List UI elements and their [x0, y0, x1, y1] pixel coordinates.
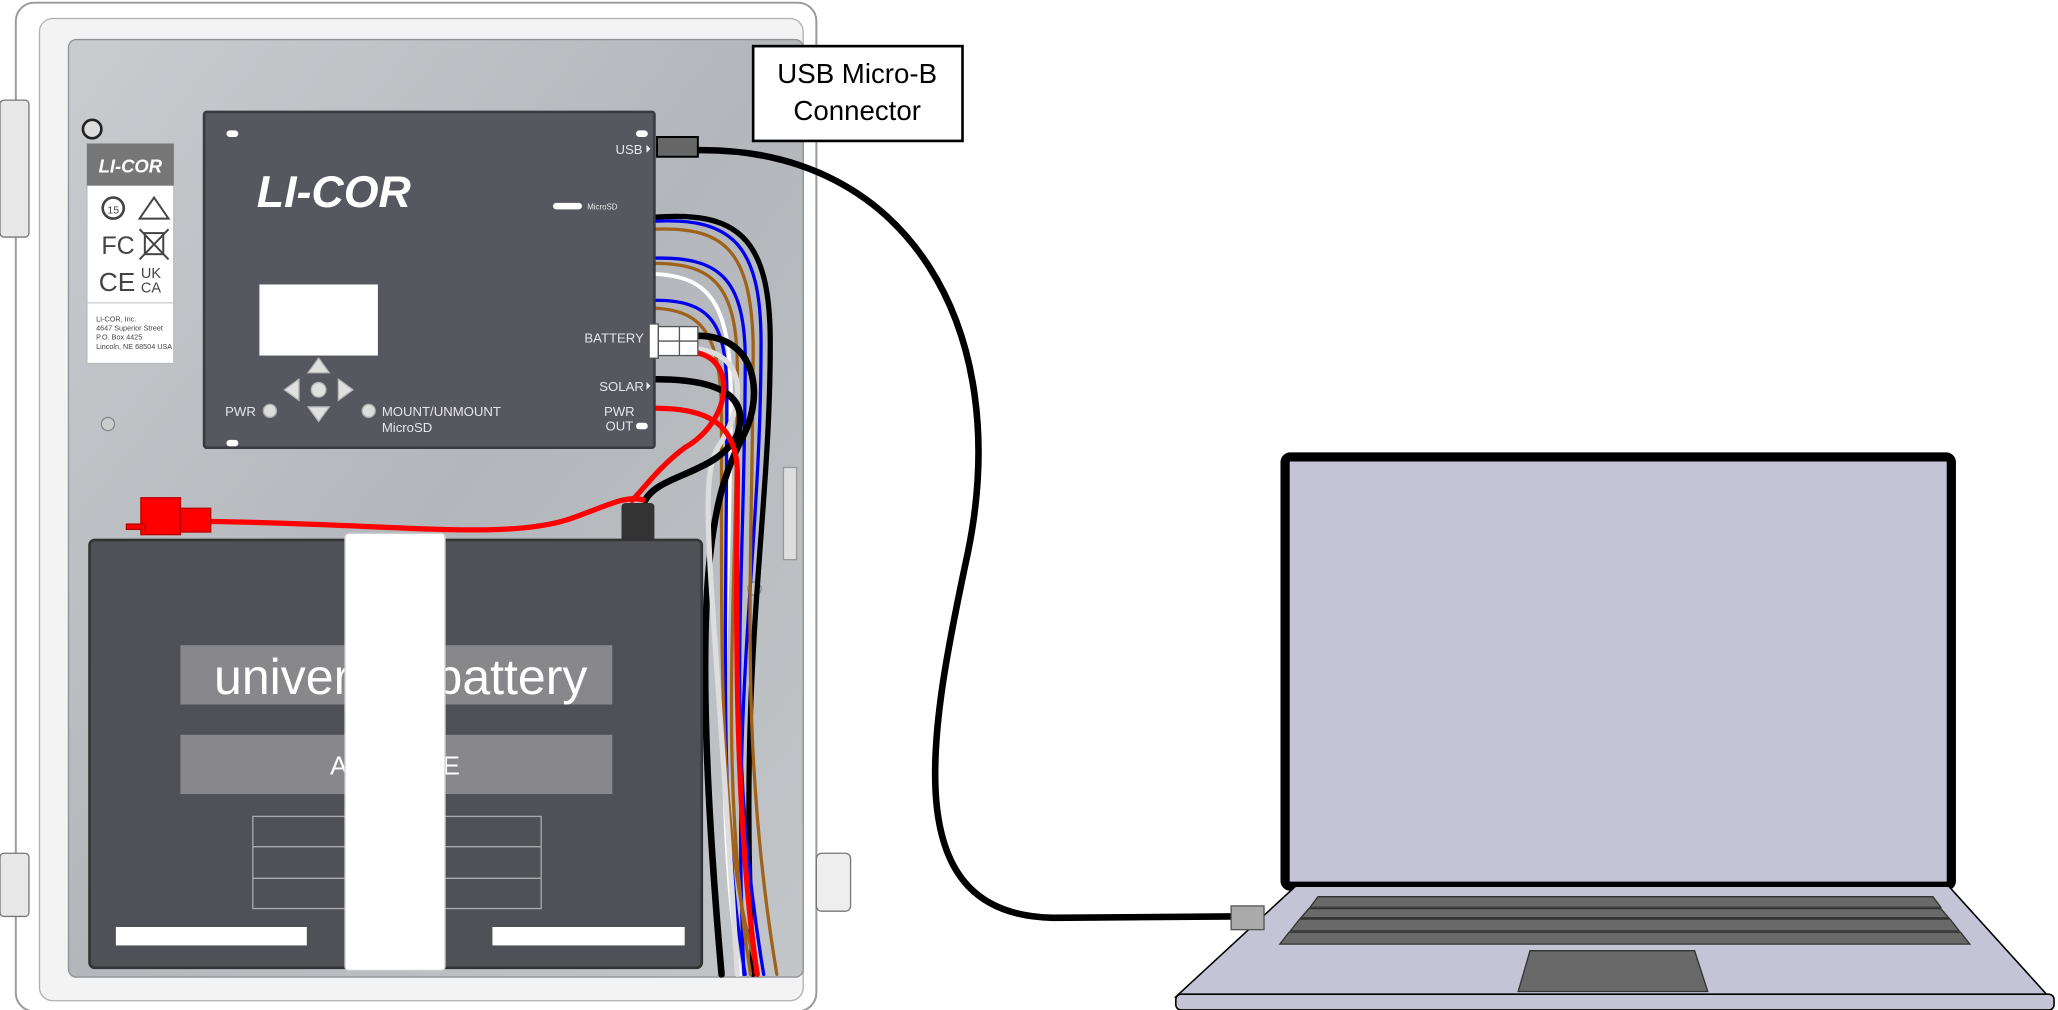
usb-port-label: USB	[615, 142, 642, 157]
laptop	[1173, 452, 2055, 1010]
compliance-label: LI-COR 15 FC CE UK CA LI-COR, Inc. 4647 …	[86, 142, 175, 365]
battery-brand: univer	[214, 649, 350, 705]
up-arrow-button[interactable]	[306, 357, 331, 374]
fcc-mark: FC	[101, 232, 134, 260]
left-arrow-button[interactable]	[283, 377, 300, 402]
negative-terminal	[621, 503, 655, 543]
wire-bundle	[629, 213, 779, 978]
recycle-15-icon	[101, 196, 126, 220]
battery-port-label: BATTERY	[584, 330, 644, 345]
usb-cable	[697, 146, 1232, 922]
svg-text:15: 15	[107, 204, 119, 216]
keyboard	[1278, 896, 1972, 945]
svg-text:Lincoln, NE 68504 USA: Lincoln, NE 68504 USA	[96, 342, 172, 351]
svg-text:E: E	[442, 750, 460, 780]
laptop-screen	[1280, 452, 1956, 891]
svg-text:MicroSD: MicroSD	[587, 202, 618, 211]
weee-bin-icon	[138, 228, 170, 261]
svg-text:4647 Superior Street: 4647 Superior Street	[96, 324, 163, 333]
trackpad[interactable]	[1517, 950, 1709, 993]
battery-strap	[344, 532, 446, 972]
usb-connector-callout: USB Micro-B Connector	[751, 44, 964, 143]
battery: univer battery A E	[88, 496, 704, 972]
mount-unmount-button[interactable]	[361, 403, 376, 419]
screw-icon	[81, 118, 103, 140]
warning-icon	[137, 195, 171, 220]
right-arrow-button[interactable]	[337, 377, 354, 402]
svg-text:PWR: PWR	[225, 404, 256, 419]
device-logo: LI-COR	[257, 167, 412, 217]
display-screen	[259, 284, 378, 356]
battery-connector	[648, 323, 699, 359]
screw-icon	[100, 416, 116, 432]
svg-text:MOUNT/UNMOUNT: MOUNT/UNMOUNT	[382, 404, 501, 419]
label-logo: LI-COR	[99, 156, 163, 177]
svg-text:battery: battery	[435, 649, 588, 705]
svg-text:Connector: Connector	[793, 95, 921, 126]
usb-micro-b-connector[interactable]	[656, 135, 699, 158]
ce-mark: CE	[99, 267, 136, 297]
microsd-slot[interactable]	[553, 202, 582, 210]
svg-text:CA: CA	[141, 280, 161, 296]
svg-text:MicroSD: MicroSD	[382, 420, 432, 435]
data-logger: LI-COR MicroSD USB PWR MOUNT/UNMOUNT Mic…	[202, 110, 699, 450]
usb-a-plug	[1230, 905, 1265, 931]
latch	[815, 852, 852, 912]
hinge-bottom	[0, 852, 30, 918]
hinge-top	[0, 99, 30, 238]
down-arrow-button[interactable]	[306, 406, 331, 423]
svg-text:OUT: OUT	[606, 419, 634, 434]
battery-model: A	[330, 750, 348, 780]
solar-port-label: SOLAR	[599, 379, 644, 394]
enter-button[interactable]	[310, 381, 327, 398]
power-button[interactable]	[262, 403, 278, 419]
positive-terminal	[125, 497, 212, 536]
svg-text:P.O. Box 4425: P.O. Box 4425	[96, 333, 142, 342]
dpad[interactable]	[283, 357, 354, 423]
svg-text:LI-COR, Inc.: LI-COR, Inc.	[96, 314, 136, 323]
ukca-mark: UK	[141, 266, 161, 282]
pwr-out-label: PWR	[604, 404, 635, 419]
svg-text:USB Micro-B: USB Micro-B	[777, 58, 937, 89]
